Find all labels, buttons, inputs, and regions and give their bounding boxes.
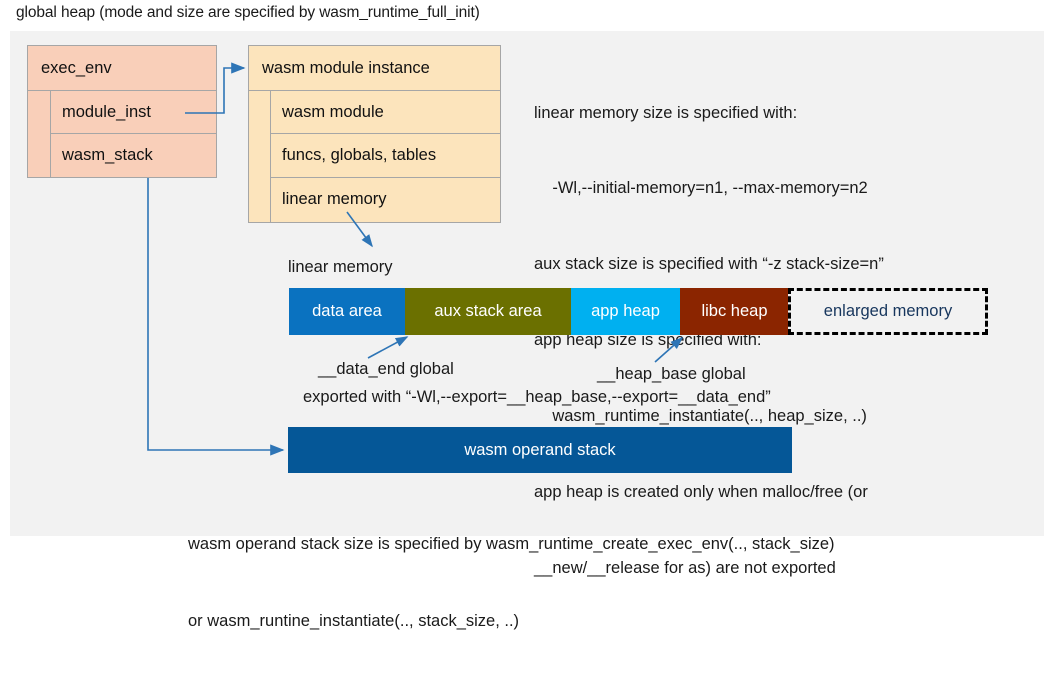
memory-segment-libc-heap: libc heap — [680, 288, 789, 335]
note-line-6: app heap is created only when malloc/fre… — [534, 483, 868, 502]
memory-config-notes: linear memory size is specified with: -W… — [534, 50, 1034, 632]
memory-segment-app-heap: app heap — [571, 288, 680, 335]
exec-env-box: exec_env module_inst wasm_stack — [27, 45, 217, 178]
linear-memory-bar: data area aux stack area app heap libc h… — [289, 288, 988, 335]
note-line-2: -Wl,--initial-memory=n1, --max-memory=n2 — [534, 179, 868, 198]
note-line-5: wasm_runtime_instantiate(.., heap_size, … — [534, 407, 867, 426]
wasm-module-instance-header: wasm module instance — [249, 46, 500, 91]
annotation-data-end: __data_end global — [318, 360, 454, 378]
wasm-operand-stack-bar: wasm operand stack — [288, 427, 792, 473]
exec-env-rows: module_inst wasm_stack — [51, 91, 216, 177]
bottom-note-line-2: or wasm_runtine_instantiate(.., stack_si… — [188, 611, 520, 630]
page-title: global heap (mode and size are specified… — [16, 4, 480, 21]
exec-env-row-wasm-stack: wasm_stack — [62, 146, 153, 164]
wasm-module-instance-box: wasm module instance wasm module funcs, … — [248, 45, 501, 223]
linear-memory-label: linear memory — [288, 258, 393, 276]
diagram-root: global heap (mode and size are specified… — [10, 4, 1044, 630]
wasm-operand-stack-label: wasm operand stack — [464, 440, 616, 459]
annotation-exported-with: exported with “-Wl,--export=__heap_base,… — [303, 388, 771, 406]
operand-stack-notes: wasm operand stack size is specified by … — [188, 481, 835, 685]
wasm-module-instance-rows: wasm module funcs, globals, tables linea… — [271, 91, 500, 222]
memory-segment-data-area: data area — [289, 288, 405, 335]
memory-segment-aux-stack-area: aux stack area — [405, 288, 571, 335]
bottom-note-line-1: wasm operand stack size is specified by … — [188, 535, 835, 553]
exec-env-gutter — [28, 91, 51, 177]
memory-segment-enlarged-memory: enlarged memory — [788, 288, 988, 335]
exec-env-row-module-inst: module_inst — [51, 91, 216, 134]
note-line-3: aux stack size is specified with “-z sta… — [534, 255, 884, 274]
wmi-row-linear-memory: linear memory — [282, 189, 387, 208]
wmi-row-wasm-module: wasm module — [271, 91, 500, 135]
exec-env-header: exec_env — [28, 46, 216, 91]
note-line-1: linear memory size is specified with: — [534, 103, 798, 122]
wmi-row-funcs-globals-tables: funcs, globals, tables — [271, 134, 500, 178]
exec-env-body: module_inst wasm_stack — [28, 91, 216, 177]
annotation-heap-base: __heap_base global — [597, 365, 746, 383]
wasm-module-instance-body: wasm module funcs, globals, tables linea… — [249, 91, 500, 222]
wasm-module-instance-gutter — [249, 91, 271, 222]
